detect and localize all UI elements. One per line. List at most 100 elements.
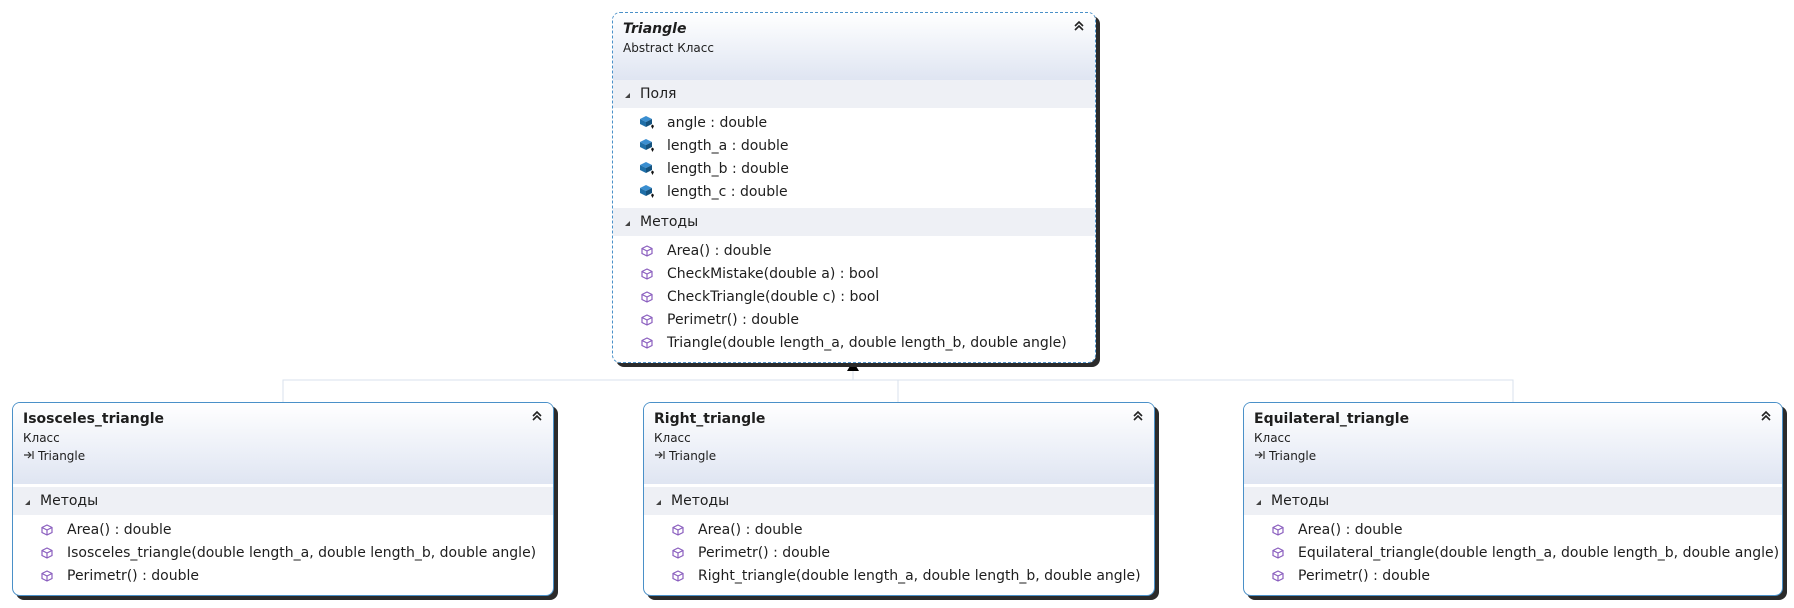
method-item[interactable]: Equilateral_triangle(double length_a, do…: [1244, 541, 1782, 564]
field-icon: [639, 184, 655, 200]
connector-equilateral: [853, 379, 1514, 402]
method-text: Isosceles_triangle(double length_a, doub…: [67, 544, 537, 561]
expanded-triangle-icon: [25, 499, 30, 505]
method-item[interactable]: Perimetr() : double: [1244, 564, 1782, 587]
field-icon: [639, 161, 655, 177]
method-list: Area() : double Equilateral_triangle(dou…: [1244, 515, 1782, 592]
method-text: Right_triangle(double length_a, double l…: [698, 567, 1141, 584]
method-icon: [39, 545, 55, 561]
field-item[interactable]: length_c : double: [613, 180, 1095, 203]
method-list: Area() : double Perimetr() : double Righ…: [644, 515, 1154, 592]
class-name: Isosceles_triangle: [23, 411, 165, 427]
field-item[interactable]: length_a : double: [613, 134, 1095, 157]
method-text: Perimetr() : double: [67, 567, 199, 584]
method-item[interactable]: CheckTriangle(double c) : bool: [613, 285, 1095, 308]
method-icon: [1270, 568, 1286, 584]
base-class-name[interactable]: Triangle: [38, 449, 86, 463]
method-icon: [639, 289, 655, 305]
method-icon: [1270, 522, 1286, 538]
base-class-name[interactable]: Triangle: [669, 449, 717, 463]
method-text: Perimetr() : double: [667, 311, 799, 328]
method-item[interactable]: CheckMistake(double a) : bool: [613, 262, 1095, 285]
section-header-methods[interactable]: Методы: [613, 208, 1095, 236]
method-text: Area() : double: [667, 242, 772, 259]
double-chevron-up-icon: [1133, 410, 1143, 421]
expanded-triangle-icon: [625, 220, 630, 226]
method-icon: [639, 266, 655, 282]
section-header-methods[interactable]: Методы: [1244, 487, 1782, 515]
method-text: Area() : double: [698, 521, 803, 538]
collapse-button[interactable]: [529, 407, 545, 425]
method-item[interactable]: Perimetr() : double: [613, 308, 1095, 331]
field-text: length_b : double: [667, 160, 789, 177]
method-icon: [1270, 545, 1286, 561]
double-chevron-up-icon: [1074, 20, 1084, 31]
class-box-isosceles-triangle[interactable]: Isosceles_triangle Класс Triangle Методы…: [12, 402, 554, 596]
class-box-right-triangle[interactable]: Right_triangle Класс Triangle Методы Are…: [643, 402, 1155, 596]
method-text: Area() : double: [67, 521, 172, 538]
double-chevron-up-icon: [532, 410, 542, 421]
section-label: Методы: [671, 493, 730, 509]
method-item[interactable]: Perimetr() : double: [644, 541, 1154, 564]
class-header: Isosceles_triangle Класс Triangle: [13, 403, 553, 484]
class-box-equilateral-triangle[interactable]: Equilateral_triangle Класс Triangle Мето…: [1243, 402, 1783, 596]
class-box-triangle[interactable]: Triangle Abstract Класс Поля angle : dou…: [612, 12, 1096, 363]
method-item[interactable]: Isosceles_triangle(double length_a, doub…: [13, 541, 553, 564]
collapse-button[interactable]: [1130, 407, 1146, 425]
method-icon: [639, 335, 655, 351]
class-kind: Abstract Класс: [623, 41, 714, 55]
inheritance-arrow-icon: [23, 447, 35, 465]
method-text: Area() : double: [1298, 521, 1403, 538]
method-item[interactable]: Right_triangle(double length_a, double l…: [644, 564, 1154, 587]
method-item[interactable]: Area() : double: [13, 518, 553, 541]
expanded-triangle-icon: [656, 499, 661, 505]
method-text: CheckTriangle(double c) : bool: [667, 288, 880, 305]
inheritance-arrow-icon: [654, 447, 666, 465]
class-kind: Класс: [1254, 431, 1291, 445]
method-text: Equilateral_triangle(double length_a, do…: [1298, 544, 1780, 561]
class-kind: Класс: [23, 431, 60, 445]
method-item[interactable]: Perimetr() : double: [13, 564, 553, 587]
method-item[interactable]: Area() : double: [644, 518, 1154, 541]
method-item[interactable]: Area() : double: [613, 239, 1095, 262]
field-text: length_a : double: [667, 137, 789, 154]
method-icon: [670, 545, 686, 561]
base-class-name[interactable]: Triangle: [1269, 449, 1317, 463]
collapse-button[interactable]: [1071, 17, 1087, 35]
field-item[interactable]: angle : double: [613, 111, 1095, 134]
field-text: angle : double: [667, 114, 768, 131]
inheritance-arrow-icon: [1254, 447, 1266, 465]
double-chevron-up-icon: [1761, 410, 1771, 421]
connector-isosceles: [282, 362, 854, 402]
class-name: Equilateral_triangle: [1254, 411, 1410, 427]
method-item[interactable]: Area() : double: [1244, 518, 1782, 541]
class-kind: Класс: [654, 431, 691, 445]
expanded-triangle-icon: [625, 92, 630, 98]
field-list: angle : double length_a : double: [613, 108, 1095, 208]
method-text: Perimetr() : double: [698, 544, 830, 561]
class-header: Equilateral_triangle Класс Triangle: [1244, 403, 1782, 484]
method-text: Perimetr() : double: [1298, 567, 1430, 584]
method-text: Triangle(double length_a, double length_…: [667, 334, 1067, 351]
base-class: Triangle: [23, 447, 543, 465]
method-item[interactable]: Triangle(double length_a, double length_…: [613, 331, 1095, 354]
class-name: Triangle: [623, 21, 687, 37]
method-icon: [670, 522, 686, 538]
section-header-methods[interactable]: Методы: [13, 487, 553, 515]
method-text: CheckMistake(double a) : bool: [667, 265, 879, 282]
field-icon: [639, 115, 655, 131]
section-label: Поля: [640, 86, 677, 102]
section-label: Методы: [1271, 493, 1330, 509]
field-item[interactable]: length_b : double: [613, 157, 1095, 180]
field-text: length_c : double: [667, 183, 788, 200]
expanded-triangle-icon: [1256, 499, 1261, 505]
field-icon: [639, 138, 655, 154]
collapse-button[interactable]: [1758, 407, 1774, 425]
method-list: Area() : double Isosceles_triangle(doubl…: [13, 515, 553, 592]
class-header: Triangle Abstract Класс: [613, 13, 1095, 80]
section-header-fields[interactable]: Поля: [613, 80, 1095, 108]
base-class: Triangle: [654, 447, 1144, 465]
base-class: Triangle: [1254, 447, 1772, 465]
section-header-methods[interactable]: Методы: [644, 487, 1154, 515]
section-label: Методы: [640, 214, 699, 230]
